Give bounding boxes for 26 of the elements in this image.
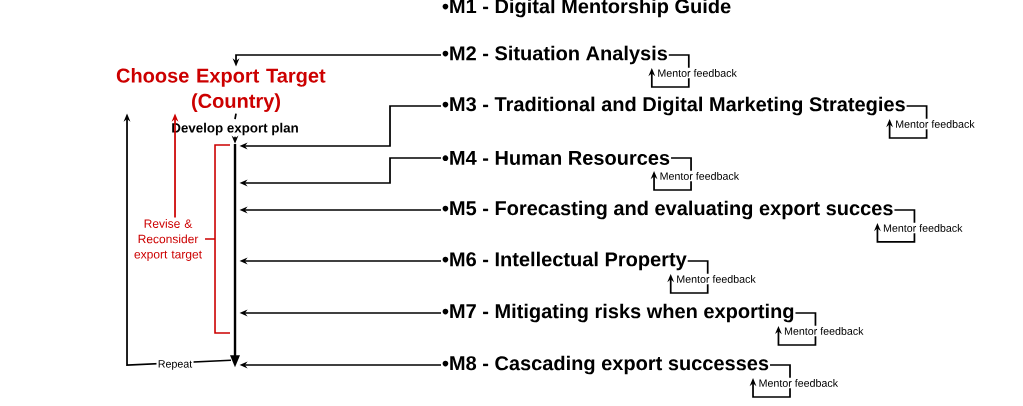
feedback-loop-arrow — [650, 157, 692, 191]
module-label: •M2 - Situation Analysis — [442, 45, 668, 65]
module-label: •M8 - Cascading export successes — [442, 355, 769, 375]
spine-arrow — [230, 144, 240, 368]
edge-label: Mentor feedback — [656, 67, 739, 79]
module-label: •M3 - Traditional and Digital Marketing Strategies — [442, 96, 905, 116]
connector-line — [234, 112, 237, 121]
edge-label: Mentor feedback — [658, 170, 741, 182]
target-title: Choose Export Target (Country) — [116, 68, 326, 112]
feedback-loop-arrow — [886, 105, 928, 139]
note-text: Revise & Reconsider export target — [134, 219, 202, 261]
edge-label: Mentor feedback — [757, 377, 840, 389]
feedback-loop-arrow — [648, 54, 690, 88]
feedback-loop-arrow — [749, 364, 791, 398]
edge-label: Mentor feedback — [674, 273, 758, 285]
feedback-loop-arrow — [667, 260, 709, 294]
module-label: •M6 - Intellectual Property — [442, 251, 687, 271]
edge-label: Mentor feedback — [881, 222, 964, 234]
edge-label: Mentor feedback — [782, 325, 865, 337]
module-label: •M5 - Forecasting and evaluating export succes — [442, 200, 893, 220]
feedback-loop-arrow — [874, 209, 916, 243]
module-label: •M4 - Human Resources — [442, 151, 670, 165]
edge-label: Repeat — [156, 358, 194, 372]
module-label: •M7 - Mitigating risks when exporting — [442, 303, 794, 323]
edge-label: Mentor feedback — [893, 118, 976, 130]
feedback-loop-arrow — [775, 312, 817, 346]
